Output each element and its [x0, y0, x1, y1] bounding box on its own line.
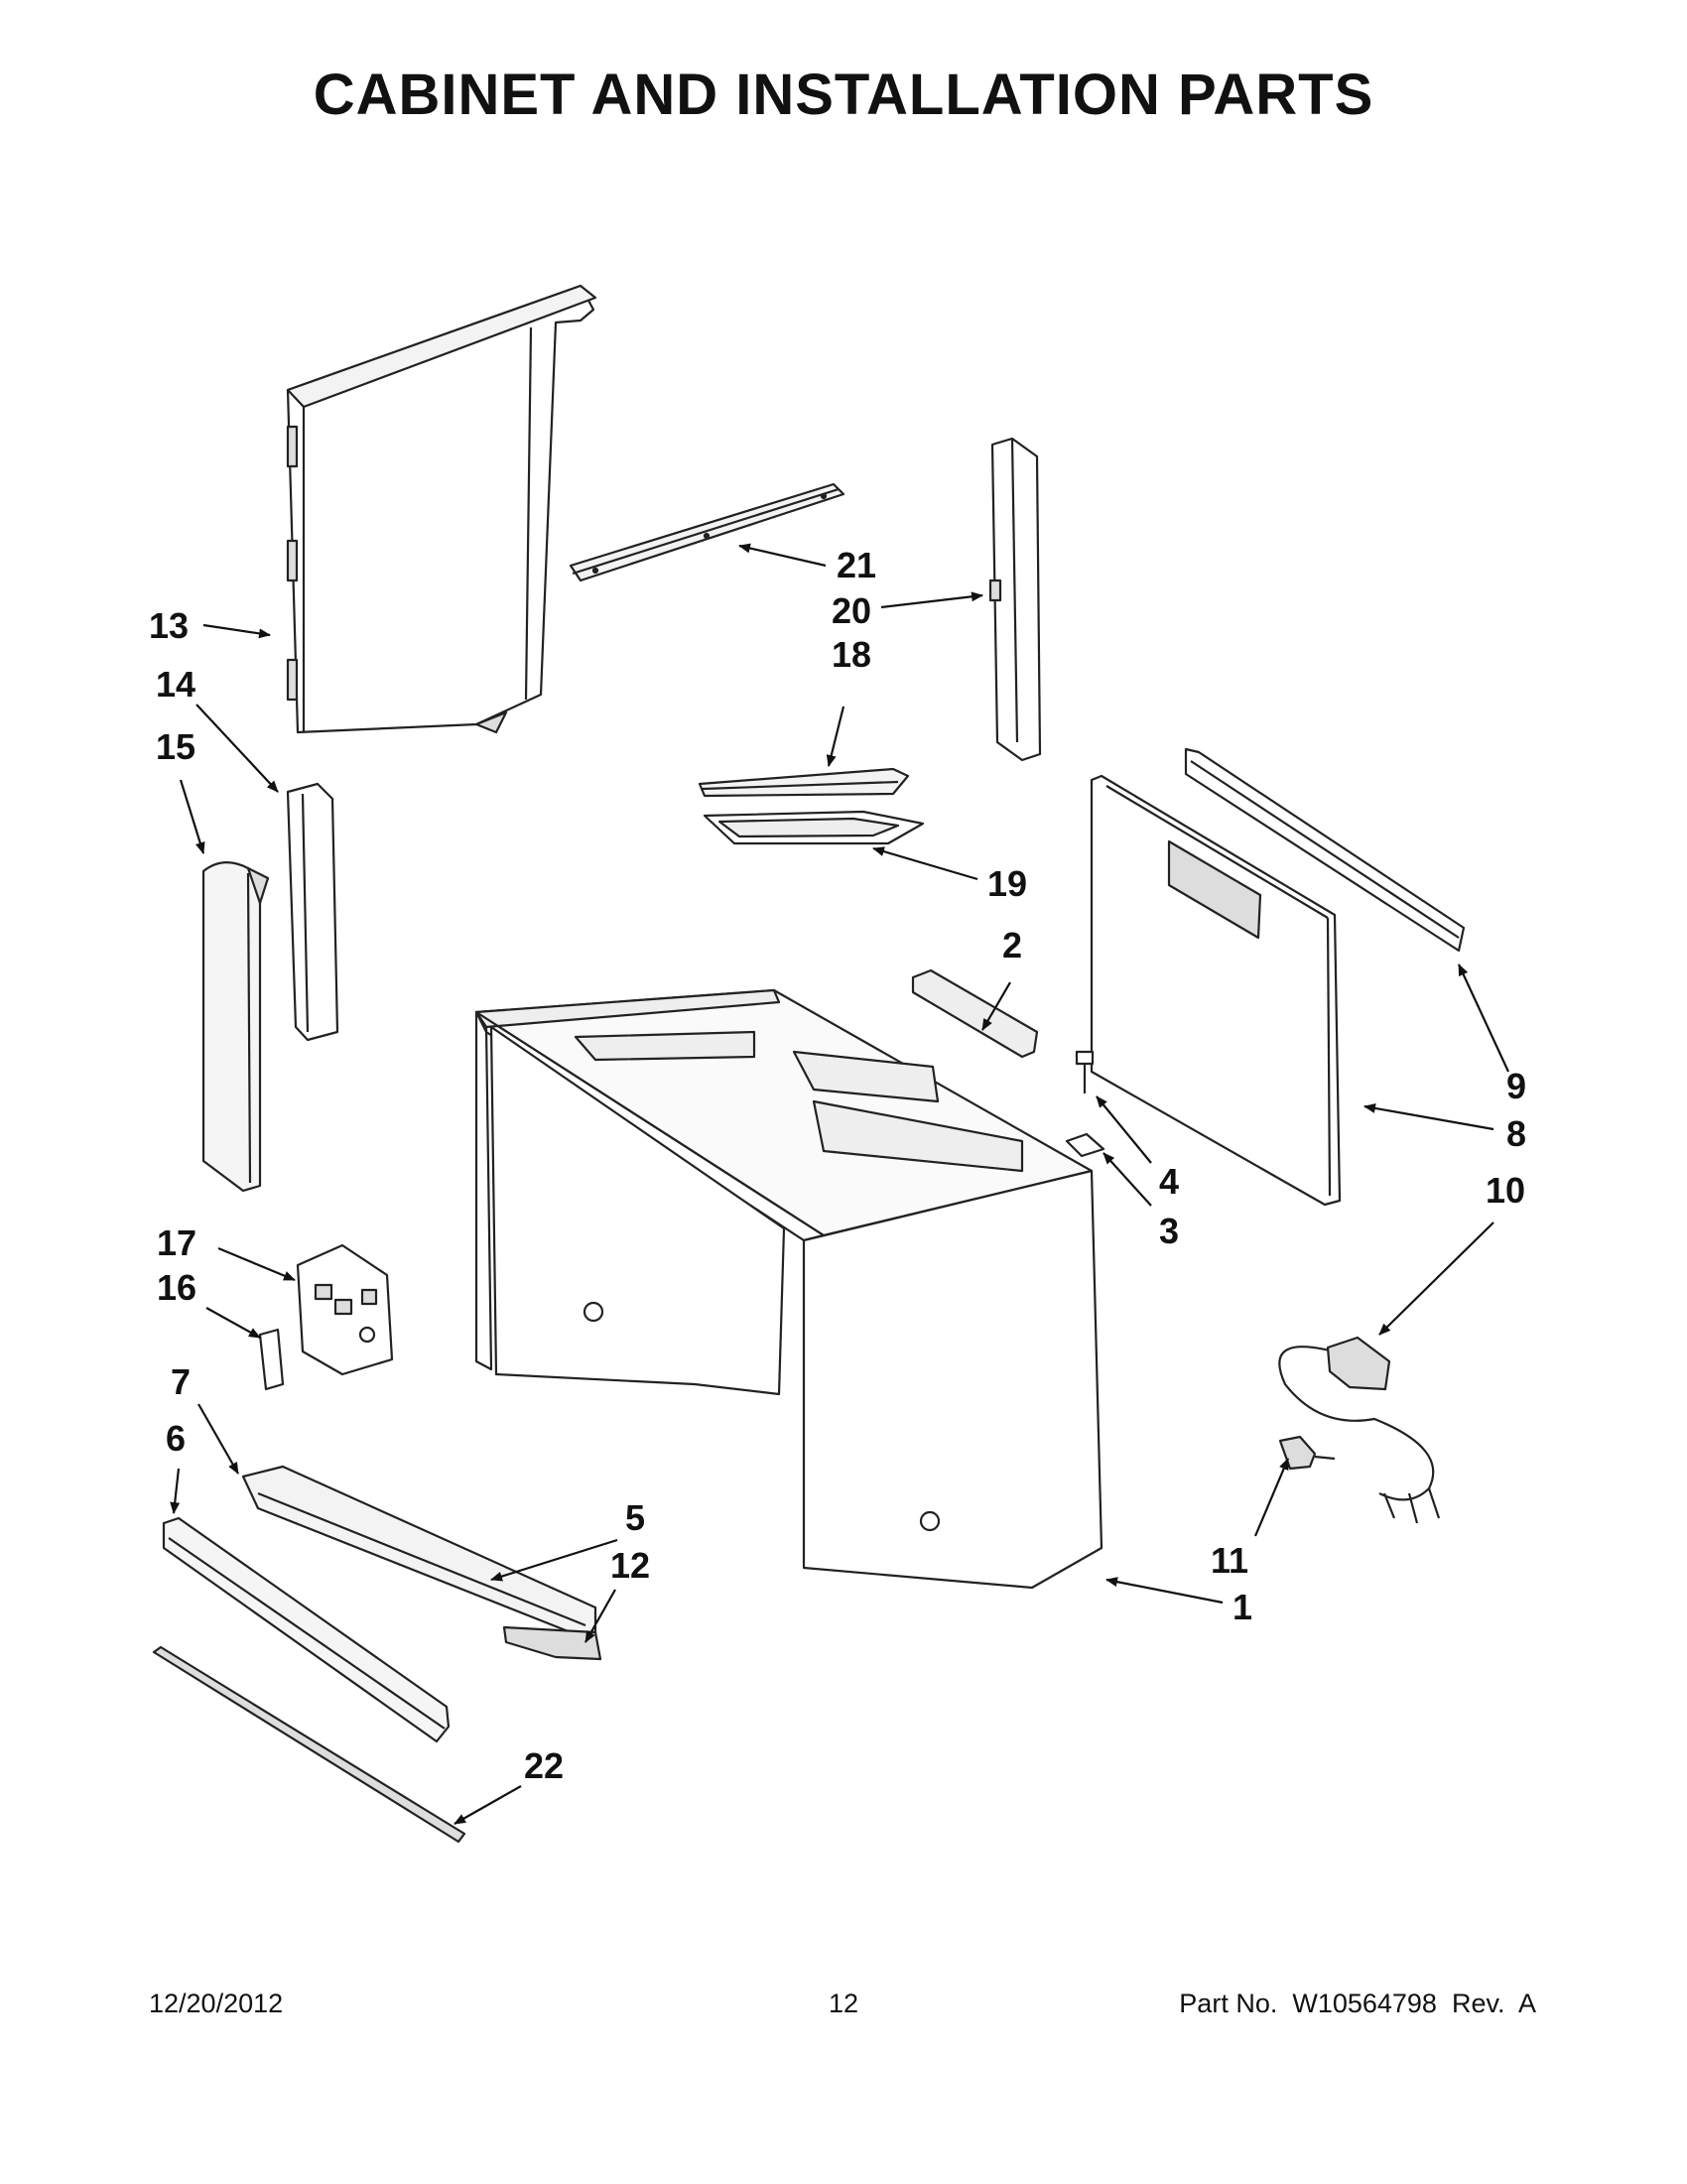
leader-7 — [197, 1403, 239, 1475]
callout-14: 14 — [156, 664, 195, 705]
callout-16: 16 — [157, 1267, 196, 1308]
callout-5: 5 — [625, 1497, 645, 1538]
part-11-grommet — [1278, 1435, 1336, 1471]
callout-9: 9 — [1506, 1066, 1526, 1106]
callout-19: 19 — [987, 863, 1027, 904]
callout-6: 6 — [166, 1418, 186, 1459]
callout-4: 4 — [1159, 1161, 1179, 1202]
part-18-strip — [698, 767, 910, 798]
callout-15: 15 — [156, 726, 195, 767]
part-1-cabinet — [474, 988, 1103, 1590]
callout-13: 13 — [149, 605, 189, 646]
part-21-rail — [569, 482, 845, 582]
leader-19 — [872, 846, 978, 881]
leader-10 — [1378, 1221, 1494, 1336]
leader-12 — [584, 1589, 616, 1643]
part-2-vent-bracket — [911, 968, 1039, 1059]
leader-8 — [1363, 1102, 1494, 1131]
part-20-vertical-bracket — [988, 437, 1042, 762]
callout-1: 1 — [1233, 1587, 1252, 1627]
callout-8: 8 — [1506, 1113, 1526, 1154]
footer-page-number: 12 — [828, 1989, 859, 2018]
callout-10: 10 — [1486, 1170, 1525, 1211]
leader-18 — [826, 706, 845, 767]
part-22-trim-strip — [152, 1645, 466, 1844]
callout-11: 11 — [1211, 1540, 1248, 1581]
leader-1 — [1105, 1577, 1224, 1605]
part-12-pad — [502, 1625, 602, 1661]
leader-5 — [490, 1538, 618, 1582]
part-16-switch — [258, 1328, 285, 1391]
callout-7: 7 — [171, 1361, 191, 1402]
callout-21: 21 — [837, 545, 876, 585]
leader-13 — [202, 623, 271, 639]
leader-4 — [1096, 1095, 1152, 1164]
part-4-screw — [1075, 1050, 1095, 1093]
leader-15 — [179, 779, 205, 854]
callout-17: 17 — [157, 1222, 196, 1263]
leader-2 — [981, 981, 1011, 1031]
callout-12: 12 — [610, 1545, 650, 1586]
footer-date: 12/20/2012 — [149, 1989, 284, 2018]
part-8-back-panel — [1090, 774, 1342, 1207]
part-14-bracket — [286, 782, 339, 1042]
leader-17 — [217, 1246, 296, 1282]
page-title: CABINET AND INSTALLATION PARTS — [313, 63, 1374, 127]
callout-18: 18 — [832, 634, 871, 675]
leader-14 — [195, 704, 279, 793]
leader-16 — [205, 1307, 261, 1339]
part-3-clip — [1065, 1132, 1105, 1158]
leader-11 — [1253, 1458, 1290, 1537]
callout-2: 2 — [1002, 925, 1022, 965]
callout-22: 22 — [524, 1745, 564, 1786]
footer-part-number: Part No. W10564798 Rev. A — [1179, 1989, 1536, 2018]
part-6-front-grille — [162, 1516, 451, 1743]
part-17-control-board — [296, 1243, 394, 1376]
leader-6 — [170, 1468, 181, 1514]
part-9-mounting-plate — [1184, 747, 1466, 953]
leader-3 — [1103, 1152, 1152, 1207]
callout-3: 3 — [1159, 1211, 1179, 1251]
callout-20: 20 — [832, 590, 871, 631]
part-15-side-trim — [201, 861, 270, 1193]
leader-22 — [454, 1785, 522, 1825]
part-10-power-cord — [1278, 1336, 1441, 1524]
part-19-frame — [703, 810, 925, 845]
leader-9 — [1458, 964, 1509, 1073]
part-13-side-panel — [286, 284, 597, 734]
leader-20 — [880, 591, 983, 609]
leader-21 — [738, 543, 827, 568]
